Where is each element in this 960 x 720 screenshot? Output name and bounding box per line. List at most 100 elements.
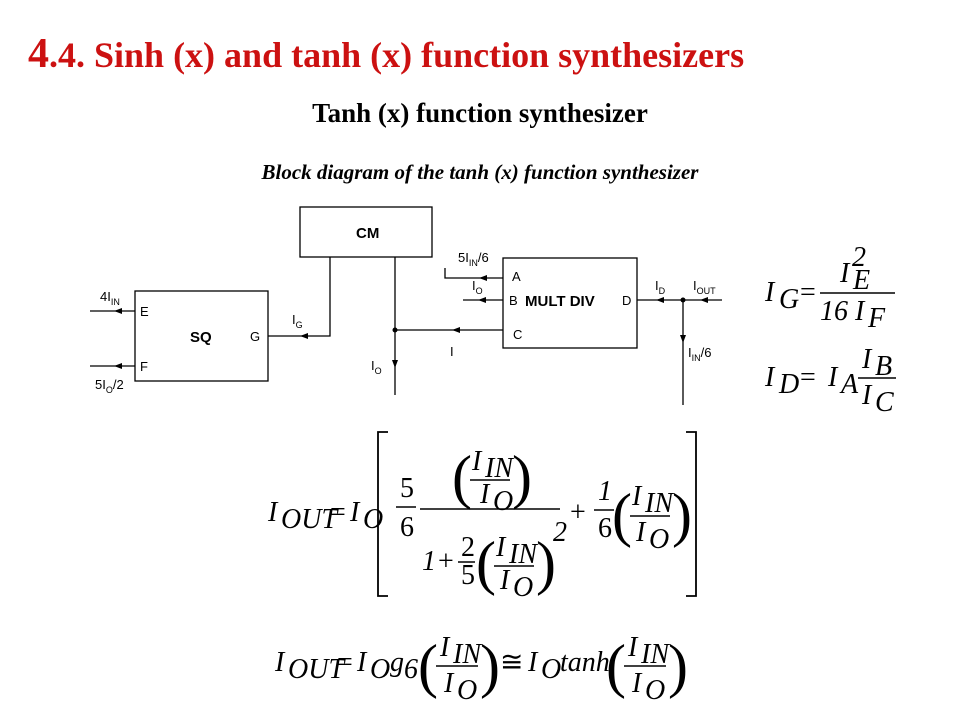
svg-text:6: 6 (598, 513, 612, 544)
arrow-marker (479, 275, 487, 281)
svg-text:I: I (631, 668, 643, 699)
arrow-marker (680, 335, 686, 343)
svg-text:g: g (390, 647, 404, 678)
arrow-marker (700, 297, 708, 303)
equation-id: I D = I A I B I C (764, 344, 896, 418)
svg-text:I: I (527, 647, 539, 678)
port-e-label: E (140, 304, 149, 319)
mult-div-block (502, 257, 638, 349)
paren-right: ) (536, 530, 556, 596)
svg-text:tanh: tanh (560, 647, 610, 678)
svg-text:D: D (778, 369, 799, 400)
signal-5io-half-label: 5IO/2 (95, 377, 124, 395)
cm-block (299, 206, 433, 258)
svg-text:2: 2 (553, 517, 567, 548)
arrow-marker (452, 327, 460, 333)
paren-right: ) (668, 633, 688, 699)
svg-text:E: E (852, 265, 870, 296)
svg-text:OUT: OUT (288, 654, 346, 685)
signal-i-label: I (450, 344, 454, 359)
arrow-marker (392, 360, 398, 368)
svg-text:1: 1 (598, 476, 612, 507)
equation-ig: I G = I E 2 16 I F (764, 242, 895, 334)
svg-text:I: I (631, 481, 643, 512)
svg-text:2: 2 (852, 242, 866, 273)
arrow-marker (300, 333, 308, 339)
svg-text:=: = (800, 277, 816, 308)
svg-text:I: I (471, 446, 483, 477)
svg-text:+: + (438, 546, 454, 577)
left-bracket (377, 431, 388, 597)
paren-right: ) (512, 444, 532, 510)
arrow-marker (656, 297, 664, 303)
signal-5iin-sixth-label: 5IIN/6 (458, 250, 489, 268)
svg-text:A: A (839, 369, 859, 400)
port-g-label: G (250, 329, 260, 344)
signal-iin-sixth-label: IIN/6 (688, 345, 711, 363)
title-number: 4 (28, 31, 49, 77)
sq-label: SQ (190, 329, 212, 346)
svg-text:I: I (439, 632, 451, 663)
svg-text:2: 2 (461, 532, 475, 563)
svg-text:G: G (779, 284, 799, 315)
wire-a (444, 268, 503, 279)
svg-text:6: 6 (400, 512, 414, 543)
svg-text:1: 1 (422, 546, 436, 577)
svg-text:IN: IN (452, 639, 482, 670)
svg-text:O: O (513, 572, 533, 603)
svg-text:F: F (867, 303, 886, 334)
arrow-marker (478, 297, 486, 303)
svg-text:OUT: OUT (281, 504, 339, 535)
signal-io-b-label: IO (472, 278, 483, 296)
svg-text:O: O (645, 675, 665, 706)
paren-left: ( (476, 530, 496, 596)
junction-dot (392, 327, 398, 333)
svg-text:=: = (800, 362, 816, 393)
signal-ig-label: IG (292, 312, 303, 330)
svg-text:I: I (764, 277, 776, 308)
svg-text:5: 5 (461, 560, 475, 591)
svg-text:I: I (764, 362, 776, 393)
equation-iout-approx: I OUT = I O g 6 ( ) I IN I O ≅ I O tanh … (274, 632, 688, 706)
signal-io-label: IO (371, 358, 382, 376)
svg-text:I: I (479, 479, 491, 510)
svg-text:≅: ≅ (500, 647, 523, 678)
cm-label: CM (356, 225, 379, 242)
svg-text:I: I (861, 380, 873, 411)
svg-text:5: 5 (400, 473, 414, 504)
svg-text:O: O (541, 654, 561, 685)
svg-text:B: B (875, 351, 892, 382)
svg-text:IN: IN (644, 488, 674, 519)
svg-text:O: O (649, 524, 669, 555)
svg-text:I: I (499, 565, 511, 596)
port-b-label: B (509, 293, 518, 308)
paren-left: ( (612, 482, 632, 548)
arrow-marker (114, 308, 122, 314)
svg-text:I: I (827, 362, 839, 393)
svg-text:I: I (854, 296, 866, 327)
svg-text:I: I (861, 344, 873, 375)
svg-text:I: I (839, 258, 851, 289)
svg-text:O: O (363, 504, 383, 535)
port-a-label: A (512, 269, 521, 284)
title-text: .4. Sinh (x) and tanh (x) function synth… (49, 35, 745, 75)
svg-text:O: O (370, 654, 390, 685)
junctions (392, 297, 686, 333)
svg-text:+: + (570, 497, 586, 528)
svg-text:IN: IN (484, 453, 514, 484)
diagram-caption: Block diagram of the tanh (x) function s… (261, 160, 699, 184)
svg-text:=: = (330, 497, 346, 528)
mult-div-label: MULT DIV (525, 293, 595, 310)
svg-text:O: O (493, 486, 513, 517)
paren-left: ( (418, 633, 438, 699)
svg-text:I: I (495, 532, 507, 563)
svg-text:=: = (337, 647, 353, 678)
svg-text:16: 16 (820, 296, 848, 327)
port-d-label: D (622, 293, 631, 308)
svg-text:I: I (356, 647, 368, 678)
signal-iout-label: IOUT (693, 278, 716, 296)
current-arrows (114, 275, 708, 369)
svg-text:IN: IN (508, 539, 538, 570)
arrow-marker (114, 363, 122, 369)
